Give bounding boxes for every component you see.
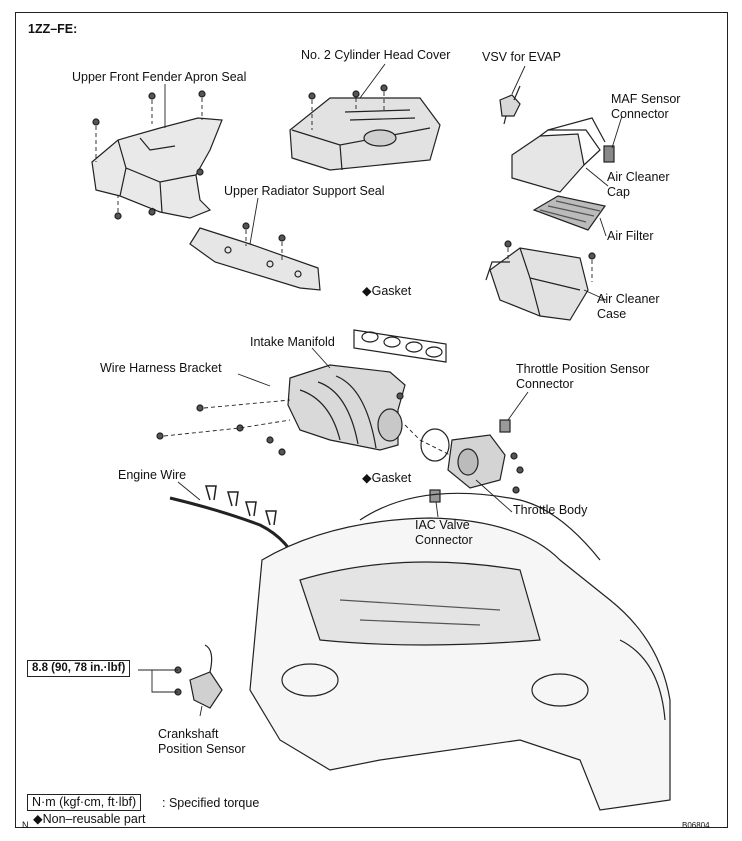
air-cleaner-case-part — [485, 247, 589, 321]
label-crankshaft-position-sensor-line1: Crankshaft — [158, 727, 219, 741]
throttle-body-part — [447, 419, 511, 489]
label-intake-manifold: Intake Manifold — [250, 335, 335, 349]
gasket-top-part — [353, 329, 447, 363]
cylinder-head-cover-part — [289, 97, 441, 171]
leader-lines — [138, 63, 623, 717]
label-maf-sensor-connector-line2: Connector — [611, 107, 669, 121]
label-air-filter: Air Filter — [607, 229, 654, 243]
iac-connector-part — [429, 489, 441, 503]
assembly-lines — [95, 92, 593, 456]
label-throttle-position-sensor-connector-line2: Connector — [516, 377, 574, 391]
legend-specified-torque: : Specified torque — [162, 796, 260, 810]
torque-spec-box: 8.8 (90, 78 in.·lbf) — [27, 660, 131, 677]
vehicle-body-drawing — [249, 492, 671, 811]
label-wire-harness-bracket: Wire Harness Bracket — [100, 361, 222, 375]
label-upper-radiator-support-seal: Upper Radiator Support Seal — [224, 184, 385, 198]
label-vsv-for-evap: VSV for EVAP — [482, 50, 561, 64]
bolts — [92, 84, 596, 696]
label-iac-valve-connector-line2: Connector — [415, 533, 473, 547]
vsv-evap-part — [499, 85, 521, 125]
label-iac-valve-connector-line1: IAC Valve — [415, 518, 470, 532]
upper-front-fender-apron-seal-part — [91, 117, 223, 219]
label-gasket-top: ◆Gasket — [362, 284, 412, 298]
intake-manifold-part — [287, 364, 406, 451]
label-air-cleaner-case-line1: Air Cleaner — [597, 292, 660, 306]
gasket-bottom-part — [420, 428, 450, 462]
figure-code: B06804 — [682, 821, 710, 830]
engine-code-label: 1ZZ–FE: — [28, 22, 78, 36]
label-upper-front-fender-apron-seal: Upper Front Fender Apron Seal — [72, 70, 247, 84]
label-air-cleaner-cap-line2: Cap — [607, 185, 630, 199]
label-throttle-body: Throttle Body — [513, 503, 588, 517]
legend-non-reusable-part: ◆Non–reusable part — [33, 812, 146, 826]
diagram-frame — [15, 12, 728, 828]
label-engine-wire: Engine Wire — [118, 468, 187, 482]
label-crankshaft-position-sensor-line2: Position Sensor — [158, 742, 246, 756]
label-maf-sensor-connector-line1: MAF Sensor — [611, 92, 681, 106]
air-filter-part — [532, 195, 607, 231]
label-gasket-bottom: ◆Gasket — [362, 471, 412, 485]
legend-unit-box: N·m (kgf·cm, ft·lbf) — [27, 794, 142, 811]
legend-corner-mark: N — [22, 820, 29, 830]
label-throttle-position-sensor-connector-line1: Throttle Position Sensor — [516, 362, 650, 376]
air-cleaner-cap-part — [511, 117, 615, 193]
label-no2-cylinder-head-cover: No. 2 Cylinder Head Cover — [301, 48, 451, 62]
upper-radiator-support-seal-part — [189, 227, 321, 291]
label-air-cleaner-case-line2: Case — [597, 307, 627, 321]
crankshaft-sensor-part — [189, 644, 223, 709]
label-air-cleaner-cap-line1: Air Cleaner — [607, 170, 670, 184]
